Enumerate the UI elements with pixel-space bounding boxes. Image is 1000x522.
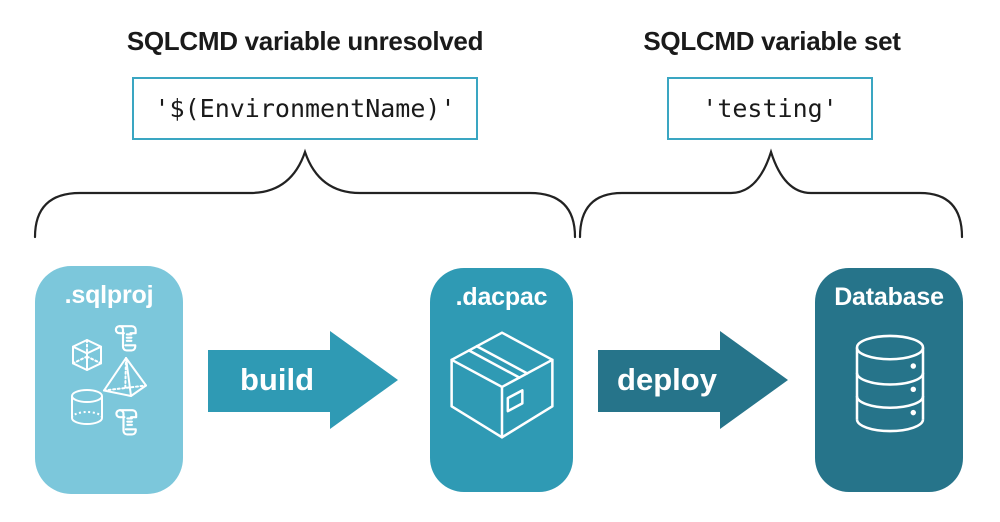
build-arrow: build (208, 331, 398, 429)
heading-variable-unresolved: SQLCMD variable unresolved (126, 26, 484, 56)
right-arrow-icon (598, 331, 788, 429)
pyramid-icon (102, 356, 148, 398)
code-box-set: 'testing' (667, 77, 873, 140)
code-box-unresolved: '$(EnvironmentName)' (132, 77, 478, 140)
sqlproj-icon-cluster (35, 266, 183, 494)
build-arrow-label: build (239, 362, 315, 397)
cylinder-icon (70, 388, 104, 426)
grouping-braces (33, 148, 964, 239)
deploy-arrow: deploy (598, 331, 788, 429)
right-arrow-icon (208, 331, 398, 429)
node-database-label: Database (834, 283, 944, 311)
node-database: Database (815, 268, 963, 492)
deploy-arrow-label: deploy (617, 362, 717, 397)
right-brace (578, 148, 964, 239)
scroll-icon (113, 408, 140, 437)
code-text-environment-name: '$(EnvironmentName)' (154, 94, 456, 123)
node-sqlproj-label: .sqlproj (64, 281, 154, 309)
database-icon (853, 334, 927, 433)
node-dacpac-label: .dacpac (455, 283, 548, 311)
package-icon (440, 323, 564, 447)
node-dacpac: .dacpac (430, 268, 573, 492)
code-text-testing: 'testing' (702, 94, 838, 123)
heading-variable-set: SQLCMD variable set (643, 26, 901, 56)
scroll-icon (113, 324, 139, 353)
left-brace (33, 148, 577, 239)
cube-icon (68, 338, 106, 372)
node-sqlproj: .sqlproj (35, 266, 183, 494)
